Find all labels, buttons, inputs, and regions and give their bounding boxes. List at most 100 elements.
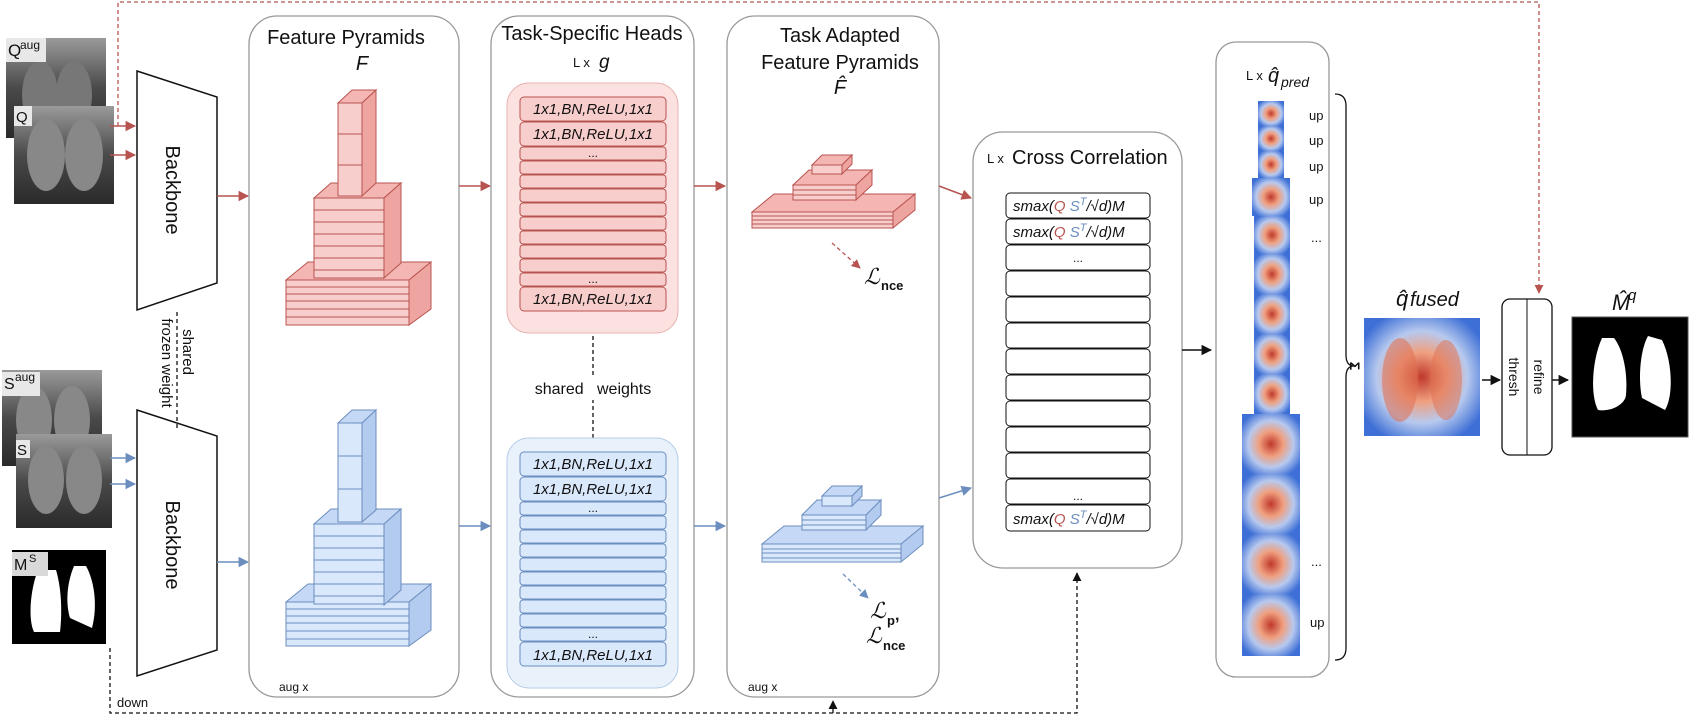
cc-f1-pre: smax( xyxy=(1013,198,1056,215)
skip-connection-query xyxy=(117,1,1544,294)
cc-f3-t: T xyxy=(1080,509,1088,521)
cc-f1-s: S xyxy=(1070,198,1080,215)
backbone-top-label: Backbone xyxy=(161,146,183,235)
query-aug-sup: aug xyxy=(20,38,40,52)
cc-f3-post: /√d)M xyxy=(1085,511,1125,528)
pred-label-6: ... xyxy=(1311,554,1322,569)
arrow-adapted-cc-top xyxy=(938,185,972,200)
head-ellipsis-top-2: ... xyxy=(588,272,598,286)
support-mask-image: M S xyxy=(12,550,106,644)
pred-label-1: up xyxy=(1309,108,1323,123)
loss-arrow-top xyxy=(831,242,861,269)
arrow-adapted-cc-bottom xyxy=(938,485,973,499)
pred-sub: pred xyxy=(1280,74,1310,90)
fused-left-lung xyxy=(1382,338,1418,422)
loss-bottom-2-script: ℒ xyxy=(866,623,883,648)
head-row-bottom-3: 1x1,BN,ReLU,1x1 xyxy=(533,647,653,664)
backbone-bottom: Backbone xyxy=(136,408,218,678)
pred-label-5: ... xyxy=(1311,230,1322,245)
task-adapted-symbol: F̂ xyxy=(834,76,848,99)
svg-text:smax(Q ST/√d)M: smax(Q ST/√d)M xyxy=(1013,222,1125,241)
head-row-top-1: 1x1,BN,ReLU,1x1 xyxy=(533,101,653,118)
thresh-refine-box: thresh refine xyxy=(1501,298,1553,456)
task-heads-title: Task-Specific Heads xyxy=(501,23,682,45)
cc-stack xyxy=(1005,192,1151,532)
query-letter: Q xyxy=(16,109,28,126)
loss-top-sub: nce xyxy=(881,278,903,293)
cc-f2-pre: smax( xyxy=(1013,224,1056,241)
cc-f2-post: /√d)M xyxy=(1085,224,1125,241)
cc-ellipsis-1: ... xyxy=(1073,251,1083,265)
cc-ellipsis-2: ... xyxy=(1073,489,1083,503)
task-heads-symbol: g xyxy=(599,52,610,73)
feature-pyramids-title: Feature Pyramids xyxy=(267,27,425,49)
head-row-bottom-2: 1x1,BN,ReLU,1x1 xyxy=(533,481,653,498)
pred-label-4: up xyxy=(1309,192,1323,207)
loss-arrow-bottom xyxy=(842,573,869,599)
pred-heatmaps xyxy=(1242,101,1300,656)
output-symbol: M̂ xyxy=(1612,290,1631,315)
fused-symbol: q̂ xyxy=(1396,286,1409,311)
head-row-top-2: 1x1,BN,ReLU,1x1 xyxy=(533,126,653,143)
down-label: down xyxy=(117,695,148,710)
thresh-label: thresh xyxy=(1506,358,1522,397)
task-adapted-title-1: Task Adapted xyxy=(780,25,900,47)
cc-title: Cross Correlation xyxy=(1012,147,1168,169)
head-ellipsis-bottom-2: ... xyxy=(588,627,598,641)
support-letter: S xyxy=(17,442,27,459)
task-heads-prefix: L x xyxy=(573,55,590,70)
output-mask xyxy=(1571,316,1689,438)
fused-heatmap xyxy=(1364,318,1480,436)
refine-label: refine xyxy=(1531,359,1547,394)
shared-weights-label: shared weights xyxy=(535,381,652,398)
output-sup: q xyxy=(1628,287,1637,304)
shared-note-2: frozen weight xyxy=(158,318,175,408)
feature-pyramid-top xyxy=(284,88,433,326)
heads-stack-top: 1x1,BN,ReLU,1x1 1x1,BN,ReLU,1x1 ... ... … xyxy=(506,82,679,334)
shared-weights-bg xyxy=(526,378,660,400)
adapted-pyramid-bottom xyxy=(760,484,925,564)
feature-pyramids-panel xyxy=(248,15,460,698)
support-image: S xyxy=(16,434,112,528)
task-adapted-footer: aug x xyxy=(748,680,777,694)
cc-formula-1: smax(Q ST/√d)M xyxy=(1013,196,1125,215)
heads-stack-bottom: 1x1,BN,ReLU,1x1 1x1,BN,ReLU,1x1 ... ... … xyxy=(506,437,679,689)
cc-f3-q: Q xyxy=(1054,511,1066,528)
cc-f3-s: S xyxy=(1070,511,1080,528)
loss-bottom-1-script: ℒ xyxy=(870,598,887,623)
feature-pyramids-footer: aug x xyxy=(279,680,308,694)
mask-letter: M xyxy=(14,557,27,574)
sum-symbol: Σ xyxy=(1347,362,1363,370)
fused-right-lung xyxy=(1430,340,1462,420)
cc-f3-pre: smax( xyxy=(1013,511,1056,528)
loss-bottom-2-sub: nce xyxy=(883,638,905,653)
query-aug-letter: Q xyxy=(8,41,21,60)
sum-brace xyxy=(1334,93,1355,661)
fused-sub: fused xyxy=(1410,289,1460,311)
support-aug-letter: S xyxy=(4,376,15,393)
mask-sup: S xyxy=(29,553,36,565)
pred-label-2: up xyxy=(1309,133,1323,148)
cc-f1-t: T xyxy=(1080,196,1088,208)
feature-pyramid-bottom xyxy=(284,408,433,647)
feature-pyramids-symbol: F xyxy=(356,53,370,75)
mask-down-connection xyxy=(109,572,1082,714)
cc-f2-t: T xyxy=(1080,222,1088,234)
backbone-top: Backbone xyxy=(136,69,218,312)
query-image: Q xyxy=(14,106,114,204)
cc-f2-q: Q xyxy=(1054,224,1066,241)
head-row-bottom-1: 1x1,BN,ReLU,1x1 xyxy=(533,456,653,473)
head-ellipsis-top-1: ... xyxy=(588,146,598,160)
cc-formula-3: smax(Q ST/√d)M xyxy=(1013,509,1125,528)
pred-label-3: up xyxy=(1309,159,1323,174)
shared-note-1: shared xyxy=(179,329,196,375)
pred-symbol: q̂ xyxy=(1268,65,1279,87)
task-adapted-title-2: Feature Pyramids xyxy=(761,52,919,74)
pred-label-7: up xyxy=(1310,615,1324,630)
head-row-top-3: 1x1,BN,ReLU,1x1 xyxy=(533,291,653,308)
support-aug-sup: aug xyxy=(15,370,35,384)
adapted-pyramid-top xyxy=(750,153,917,230)
cc-f2-s: S xyxy=(1070,224,1080,241)
backbone-bottom-label: Backbone xyxy=(161,501,183,590)
